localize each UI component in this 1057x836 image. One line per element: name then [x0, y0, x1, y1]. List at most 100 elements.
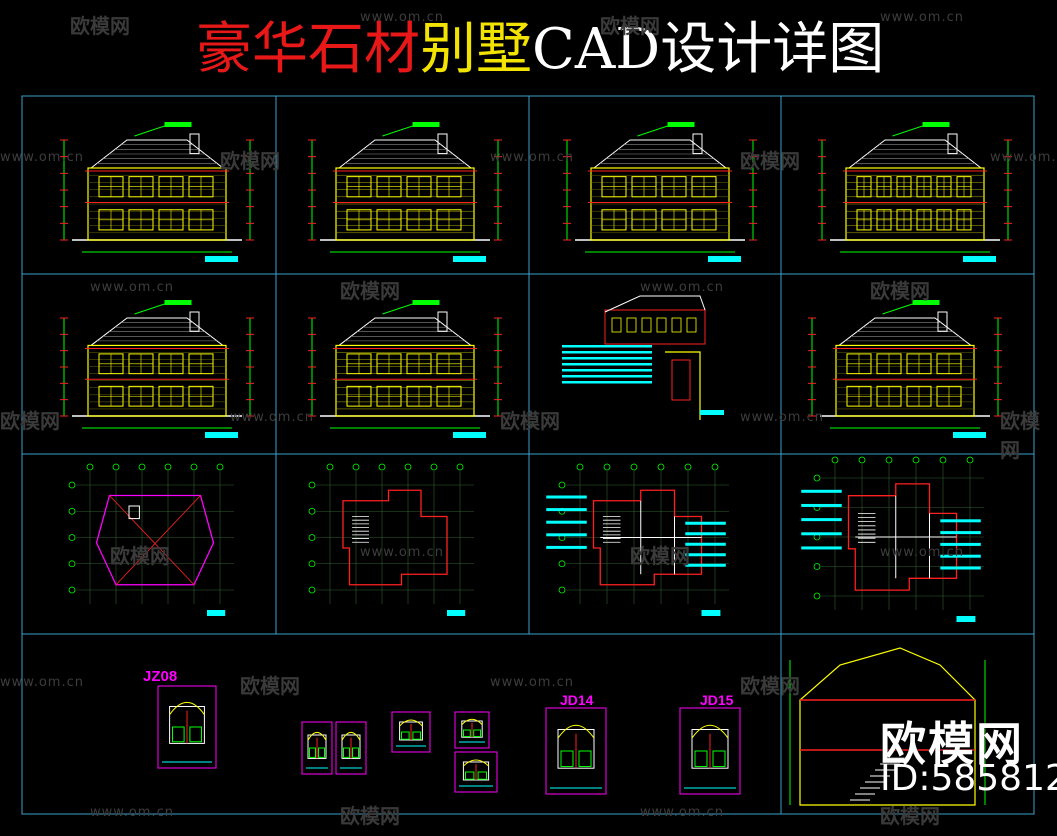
elevation-2: [308, 122, 502, 262]
note-line: [546, 495, 587, 499]
title-block: [963, 256, 996, 262]
axis-bubble: [576, 463, 584, 471]
note-line: [685, 542, 726, 546]
spec-line: [562, 363, 652, 366]
plan-outline: [847, 483, 958, 591]
detail-frame: [391, 711, 431, 753]
outer-border: [21, 95, 1035, 815]
axis-bubble: [558, 481, 566, 489]
watermark-logo: 欧模网: [740, 674, 800, 698]
axis-bubble: [68, 586, 76, 594]
spec-line: [562, 381, 652, 384]
detail-frame: [545, 707, 607, 795]
axis-bubble: [378, 463, 386, 471]
axis-bubble: [630, 463, 638, 471]
elevation-4: [818, 122, 1012, 262]
drawing-frame: [21, 95, 1035, 815]
cornice-body: [671, 359, 691, 401]
note-line: [801, 503, 842, 507]
leader: [892, 125, 923, 137]
detail-part: [412, 731, 421, 740]
watermark-url: www.om.cn: [360, 10, 444, 25]
detail-part: [172, 726, 185, 743]
plan-4: [801, 456, 984, 622]
leader: [637, 125, 668, 137]
building-section: [789, 647, 986, 806]
section-window: [611, 317, 622, 333]
axis-bubble: [308, 586, 316, 594]
detail-part: [318, 747, 325, 758]
watermark-logo: 欧模网: [340, 279, 400, 303]
watermark-url: www.om.cn: [360, 545, 444, 560]
detail-frame: [454, 711, 490, 749]
detail-part: [189, 726, 202, 743]
chimney: [692, 133, 703, 155]
roof-ridge: [115, 495, 201, 586]
title-block: [205, 256, 238, 262]
watermark-url: www.om.cn: [0, 675, 84, 690]
section-window: [641, 317, 652, 333]
watermark-logo: 欧模网: [340, 804, 400, 828]
leader: [134, 303, 165, 315]
drawing-panels: [60, 122, 1012, 806]
watermark-url: www.om.cn: [640, 805, 724, 820]
detail-frame: [301, 721, 333, 775]
elevation-6: [308, 300, 502, 438]
chimney: [189, 311, 200, 332]
elevation-5: [60, 300, 254, 438]
note-line: [801, 489, 842, 493]
plan-3: [546, 463, 729, 616]
detail-arch: [169, 701, 205, 715]
note-line: [546, 508, 587, 512]
detail-part: [352, 747, 359, 758]
watermark-logo: 欧模网: [870, 279, 930, 303]
watermark-logo: 欧模网: [110, 544, 170, 568]
title-block: [708, 256, 741, 262]
annotation-bar: [922, 122, 950, 127]
section-strip: [562, 295, 724, 420]
title-part-3: CAD设计详图: [532, 17, 885, 82]
title-part-1: 豪华石材: [196, 17, 420, 82]
watermark-logo: 欧模网: [630, 544, 690, 568]
title-block: [956, 616, 976, 622]
watermark-logo: 欧模网: [0, 409, 60, 433]
watermark-url: www.om.cn: [880, 10, 964, 25]
detail-arch: [341, 731, 361, 741]
axis-bubble: [164, 463, 172, 471]
annotation-bar: [667, 122, 695, 127]
chimney: [437, 133, 448, 155]
detail-frame: [157, 685, 217, 769]
leader: [134, 125, 165, 137]
annotation-bar: [412, 300, 440, 305]
detail-frame: [679, 707, 741, 795]
axis-bubble: [68, 481, 76, 489]
axis-bubble: [813, 474, 821, 482]
leader: [382, 303, 413, 315]
axis-bubble: [68, 560, 76, 568]
note-line: [546, 533, 587, 537]
elevation-7: [808, 300, 1002, 438]
note-line: [801, 518, 842, 522]
axis-bubble: [558, 560, 566, 568]
detail-part: [401, 731, 410, 740]
axis-bubble: [308, 534, 316, 541]
note-line: [685, 521, 726, 525]
watermark-logo: 欧模网: [220, 149, 280, 173]
axis-bubble: [404, 463, 412, 471]
leader: [882, 303, 913, 315]
annotation-bar: [164, 122, 192, 127]
spec-line: [562, 351, 652, 354]
annotation-bar: [912, 300, 940, 305]
axis-bubble: [68, 507, 76, 515]
watermark-url: www.om.cn: [0, 150, 84, 165]
axis-bubble: [831, 456, 839, 464]
section-window: [671, 317, 682, 333]
axis-bubble: [68, 534, 76, 541]
axis-bubble: [657, 463, 665, 471]
watermark-logo: 欧模网: [500, 409, 560, 433]
note-line: [546, 545, 587, 549]
plan-1: [68, 463, 234, 616]
axis-bubble: [912, 456, 920, 464]
note-line: [685, 532, 726, 536]
